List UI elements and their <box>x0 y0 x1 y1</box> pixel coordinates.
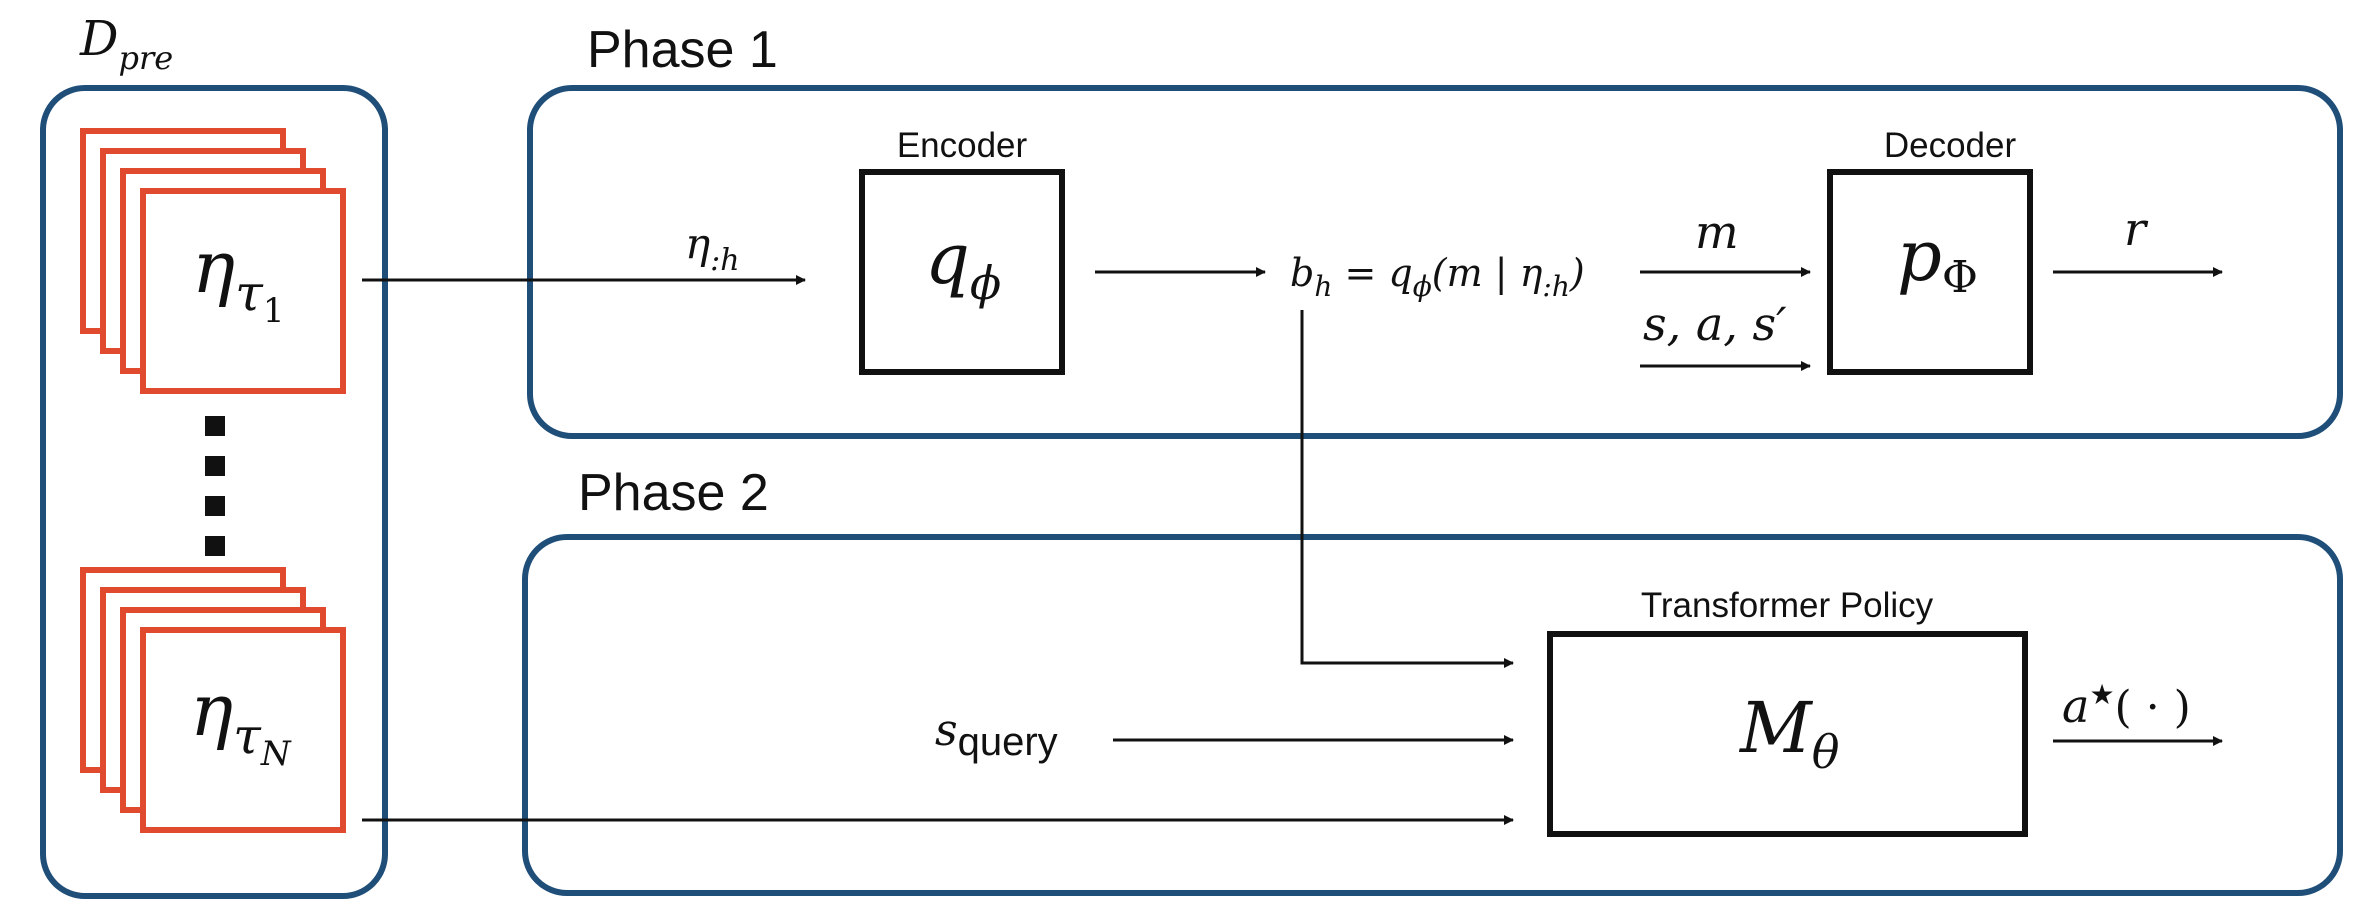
eta-top: η <box>192 225 235 309</box>
encoder-phi: ϕ <box>970 256 1001 310</box>
phase2-title: Phase 2 <box>578 464 769 522</box>
belief-args-close: ) <box>1569 251 1585 295</box>
encoder-title: Encoder <box>897 126 1028 165</box>
decoder-Phi: Φ <box>1942 252 1978 303</box>
dataset-label-main: D <box>79 11 118 67</box>
encoder-symbol: qϕ <box>925 218 1001 310</box>
output-a: a <box>2062 679 2089 733</box>
tau-index-top: 1 <box>263 291 285 331</box>
belief-b: b <box>1290 251 1314 295</box>
query-s: s <box>935 705 958 756</box>
query-sub: query <box>958 720 1058 764</box>
policy-symbol: Mθ <box>1738 687 1839 779</box>
decoder-p: p <box>1897 215 1942 297</box>
trajectory-symbol-top: ητ1 <box>192 225 284 331</box>
belief-args-open: (m | <box>1432 251 1520 295</box>
eta-bottom: η <box>190 668 233 752</box>
belief-b-sub: h <box>1314 270 1332 303</box>
encoder-q: q <box>925 218 970 300</box>
belief-eta: η <box>1520 251 1543 295</box>
decoder-title: Decoder <box>1884 126 2017 165</box>
tau-bottom: τ <box>233 707 262 765</box>
decoder-output-r: r <box>2124 202 2149 256</box>
tau-index-bottom: N <box>260 734 292 774</box>
decoder-input-sas: s, a, s′ <box>1643 297 1787 351</box>
dataset-label: Dpre <box>79 11 173 77</box>
trajectory-stack-bottom: ητN <box>80 567 346 833</box>
encoder-block <box>859 169 1065 375</box>
belief-q: q <box>1388 251 1412 295</box>
encoder-input-sub: :h <box>710 243 739 278</box>
trajectory-symbol-bottom: ητN <box>190 668 292 774</box>
encoder-input-label: η:h <box>685 219 740 278</box>
vertical-ellipsis <box>205 416 225 556</box>
decoder-symbol: pΦ <box>1897 215 1978 303</box>
decoder-input-m: m <box>1695 205 1739 259</box>
phase1-title: Phase 1 <box>587 21 778 79</box>
phase2-group <box>522 534 2343 896</box>
arrow-belief-to-policy <box>1300 310 1514 668</box>
output-star: ★ <box>2089 678 2114 711</box>
trajectory-stack-top: ητ1 <box>80 128 346 394</box>
encoder-input-eta: η <box>685 219 710 268</box>
dataset-group <box>40 85 388 899</box>
belief-equals: = <box>1332 251 1388 295</box>
dataset-label-sub: pre <box>118 39 173 77</box>
belief-expression: bh = qϕ(m | η:h) <box>1290 251 1585 303</box>
decoder-block <box>1827 169 2033 375</box>
policy-M: M <box>1738 687 1814 769</box>
phase1-group <box>527 85 2343 439</box>
belief-eta-sub: :h <box>1542 270 1569 303</box>
policy-theta: θ <box>1812 725 1840 779</box>
trajectory-card-front <box>140 627 346 833</box>
tau-top: τ <box>235 264 264 322</box>
output-args: ( · ) <box>2115 682 2191 733</box>
policy-block <box>1547 631 2028 837</box>
policy-title: Transformer Policy <box>1641 586 1934 625</box>
query-state-label: squery <box>935 705 1058 764</box>
trajectory-card-front <box>140 188 346 394</box>
belief-q-sub: ϕ <box>1413 270 1432 303</box>
policy-output-label: a★( · ) <box>2062 678 2191 733</box>
